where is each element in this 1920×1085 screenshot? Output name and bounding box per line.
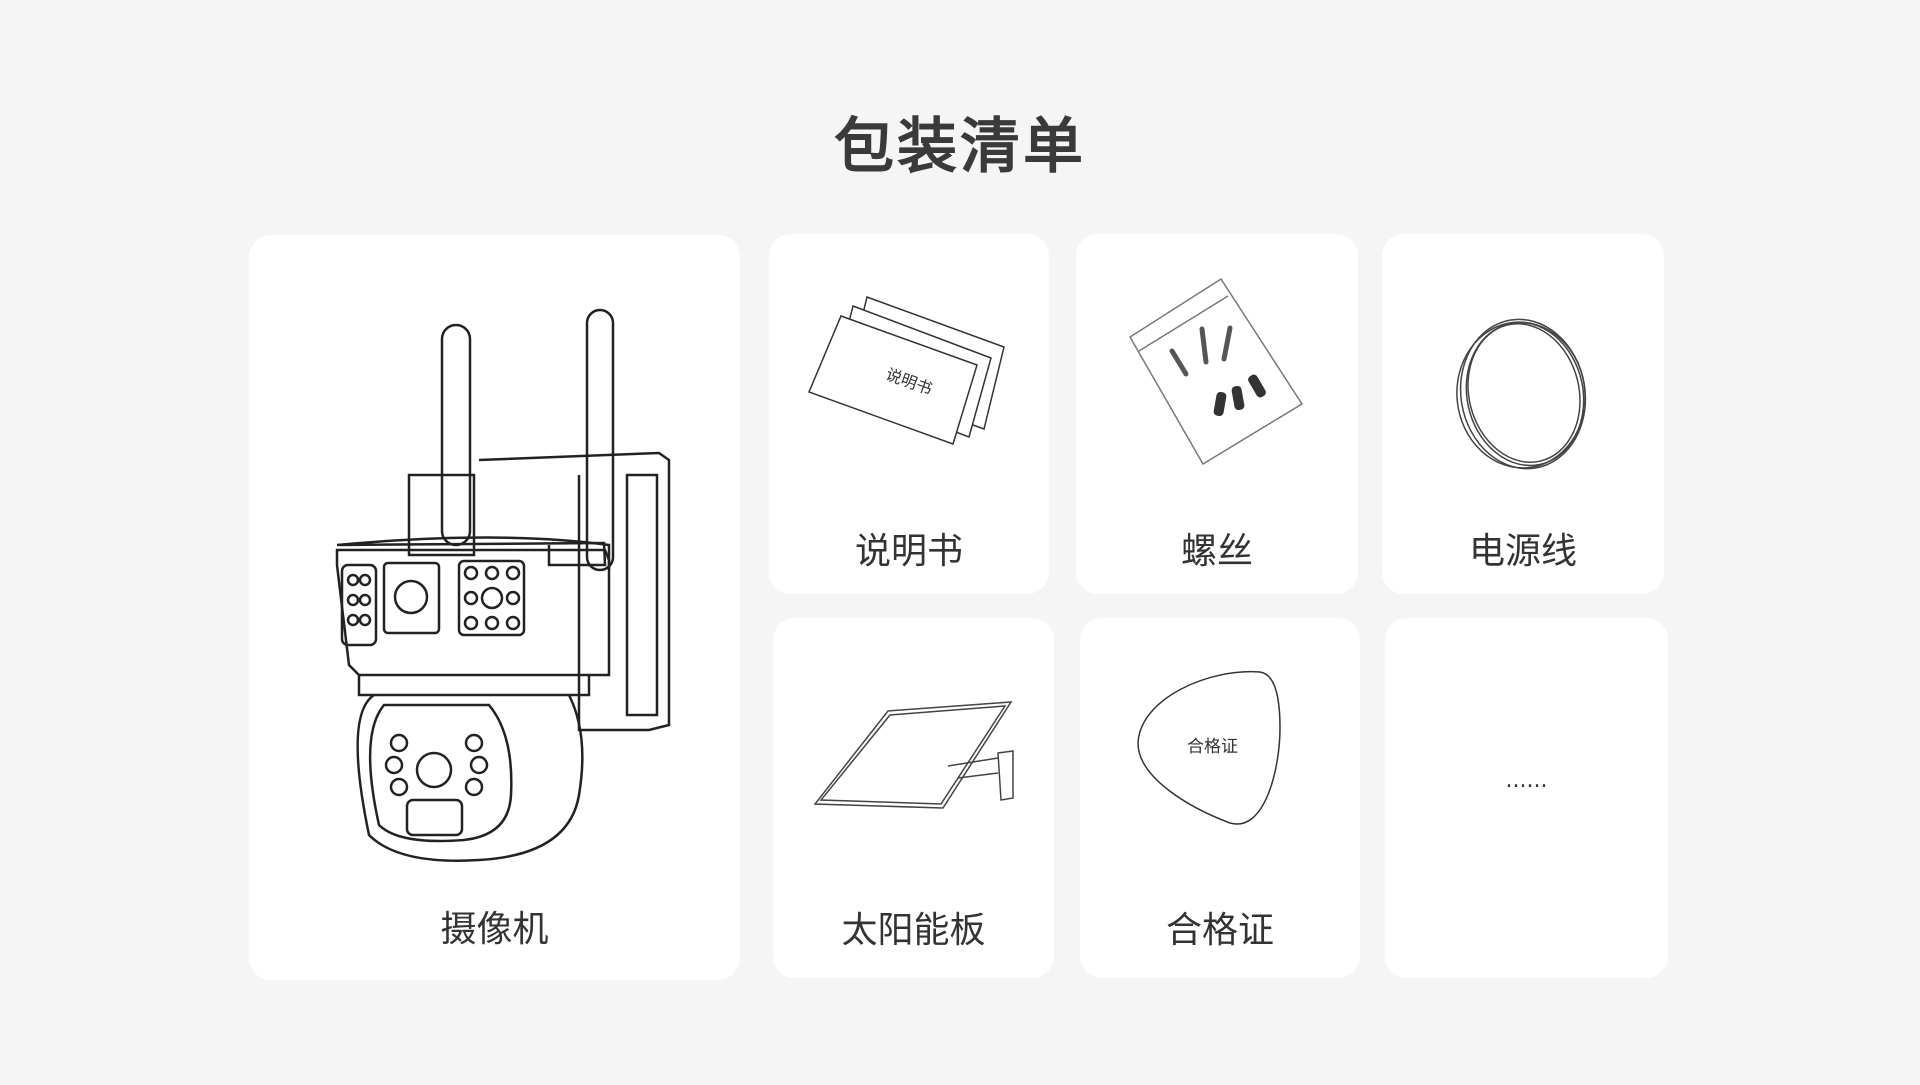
certificate-inner-text: 合格证 xyxy=(1187,737,1238,757)
screws-icon xyxy=(1128,277,1304,466)
item-card-cable: 电源线 xyxy=(1382,234,1664,594)
cable-icon xyxy=(1456,318,1587,470)
item-card-screws: 螺丝 xyxy=(1076,234,1358,594)
item-card-manual: 说明书 说明书 xyxy=(769,234,1049,594)
item-label: 太阳能板 xyxy=(841,910,986,951)
certificate-icon: 合格证 xyxy=(1137,670,1281,825)
item-label: 说明书 xyxy=(854,531,963,572)
item-label: 螺丝 xyxy=(1180,531,1253,572)
item-label: 合格证 xyxy=(1165,910,1274,951)
item-card-more: ...... xyxy=(1385,618,1668,978)
camera-icon xyxy=(335,308,671,862)
item-card-camera: 摄像机 xyxy=(249,235,740,980)
manual-icon: 说明书 xyxy=(808,296,1005,445)
item-card-certificate: 合格证 合格证 xyxy=(1080,618,1360,978)
item-label: 电源线 xyxy=(1468,531,1577,572)
item-card-solar-panel: 太阳能板 xyxy=(773,618,1054,978)
item-label: 摄像机 xyxy=(440,909,549,950)
solar-panel-icon xyxy=(813,701,1014,809)
more-ellipsis: ...... xyxy=(1505,768,1548,793)
page-title: 包装清单 xyxy=(834,112,1086,182)
